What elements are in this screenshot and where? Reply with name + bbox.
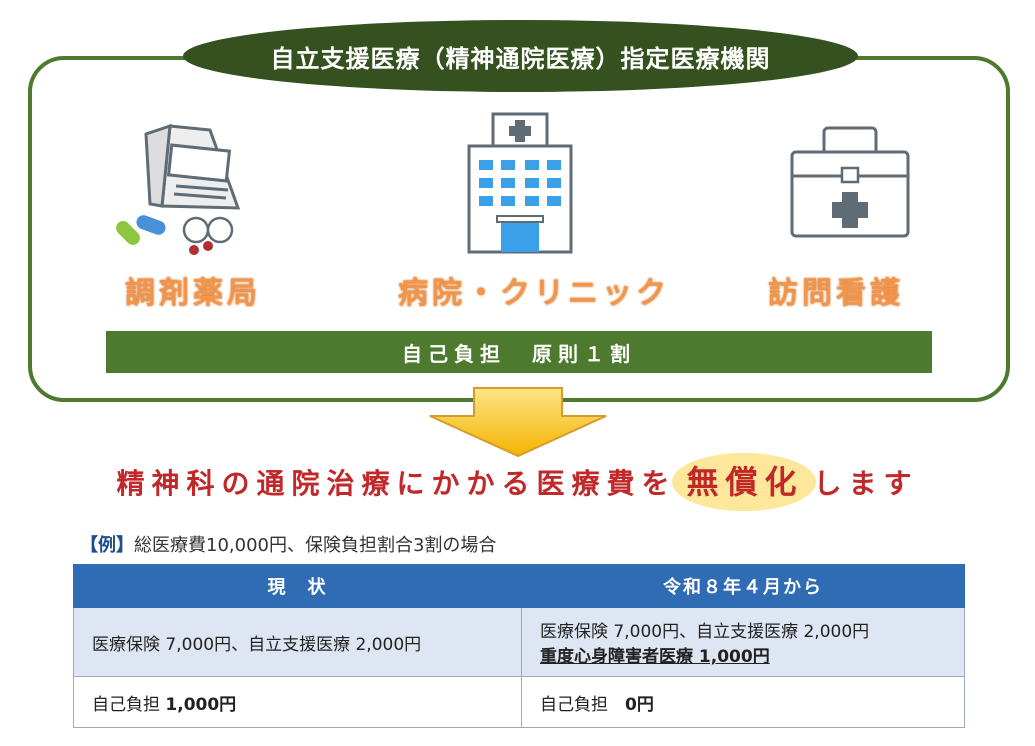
example-note: 【例】総医療費10,000円、保険負担割合3割の場合	[80, 531, 496, 557]
label-pharmacy: 調剤薬局	[125, 276, 261, 311]
cell-future-line2: 重度心身障害者医療 1,000円	[540, 647, 770, 667]
cell-future-insurance: 医療保険 7,000円、自立支援医療 2,000円 重度心身障害者医療 1,00…	[521, 607, 965, 677]
cell-future-copay: 自己負担 0円	[521, 676, 965, 728]
headline-highlight: 無償化	[680, 463, 809, 501]
headline: 精神科の通院治療にかかる医療費を無償化します	[0, 458, 1035, 502]
copay-banner-text: 自己負担 原則１割	[402, 341, 636, 366]
copay-value: 1,000円	[165, 694, 237, 715]
copay-banner: 自己負担 原則１割	[106, 331, 932, 373]
comparison-table: 現 状 令和８年４月から 医療保険 7,000円、自立支援医療 2,000円 医…	[73, 564, 965, 728]
example-tag: 【例】	[80, 535, 134, 556]
copay-label: 自己負担	[92, 694, 166, 715]
copay-value: 0円	[625, 694, 654, 715]
label-hospital-clinic: 病院・クリニック	[398, 276, 670, 311]
pharmacy-bag-icon	[116, 123, 241, 255]
copay-label: 自己負担	[540, 694, 625, 715]
table-header-row: 現 状 令和８年４月から	[73, 564, 965, 608]
medical-kit-icon	[790, 126, 910, 238]
example-text: 総医療費10,000円、保険負担割合3割の場合	[134, 535, 497, 556]
table-row: 医療保険 7,000円、自立支援医療 2,000円 医療保険 7,000円、自立…	[73, 607, 965, 677]
header-future: 令和８年４月から	[521, 564, 965, 608]
down-arrow-icon	[429, 387, 607, 458]
cell-future-line1: 医療保険 7,000円、自立支援医療 2,000円	[540, 622, 870, 642]
label-home-nursing: 訪問看護	[768, 276, 904, 311]
page-title: 自立支援医療（精神通院医療）指定医療機関	[270, 44, 771, 73]
title-pill: 自立支援医療（精神通院医療）指定医療機関	[183, 20, 858, 92]
header-current: 現 状	[73, 564, 522, 608]
cell-current-insurance: 医療保険 7,000円、自立支援医療 2,000円	[73, 607, 522, 677]
table-row: 自己負担 1,000円 自己負担 0円	[73, 676, 965, 728]
headline-after: します	[813, 467, 919, 500]
hospital-icon	[467, 112, 573, 254]
cell-current-copay: 自己負担 1,000円	[73, 676, 522, 728]
headline-before: 精神科の通院治療にかかる医療費を	[116, 467, 677, 500]
